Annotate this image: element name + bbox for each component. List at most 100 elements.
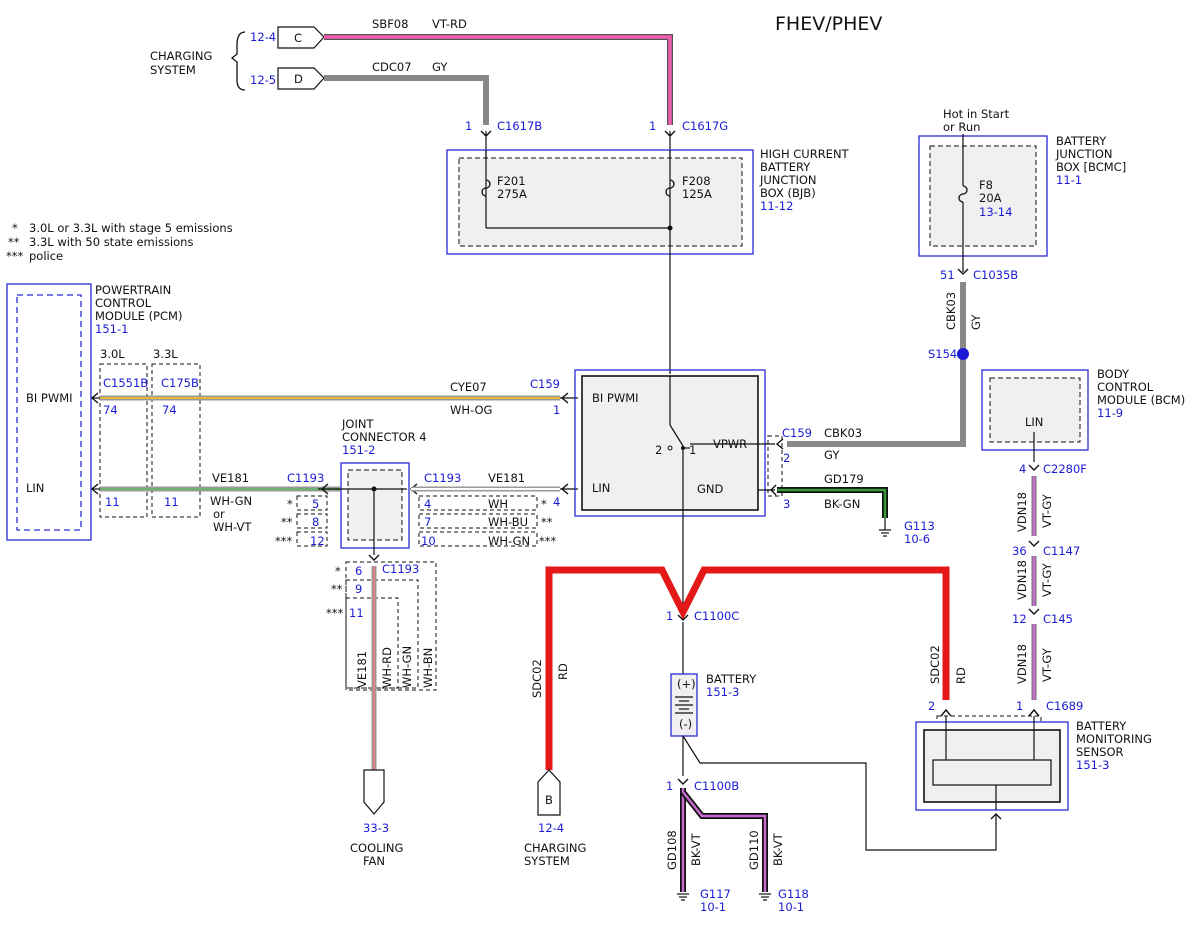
aux-lin: LIN xyxy=(592,481,610,495)
c1193-right-m4: * xyxy=(541,497,547,511)
cooling-fan-ref: 33-3 xyxy=(363,821,389,835)
sbf08-color: VT-RD xyxy=(432,17,467,31)
cooling-fan-label-1: COOLING xyxy=(350,841,403,855)
c1100b-pin: 1 xyxy=(666,779,673,793)
cdc07-circuit: CDC07 xyxy=(372,60,412,74)
c1035b-pin: 51 xyxy=(940,268,955,282)
diagram-title: FHEV/PHEV xyxy=(775,13,882,35)
or-run: or Run xyxy=(943,120,980,134)
c159b-pin-gnd: 3 xyxy=(783,497,790,511)
c1193-right-p10: 10 xyxy=(421,534,436,548)
pcm-ref: 151-1 xyxy=(95,322,128,336)
c1551b-pin-bot: 11 xyxy=(105,495,120,509)
g113-name: G113 xyxy=(904,519,935,533)
c159b-pin-vpwr: 2 xyxy=(783,451,790,465)
bms-label-3: SENSOR xyxy=(1076,745,1124,759)
fuse-f201: F201 xyxy=(497,174,526,188)
ve181-right-wh: WH xyxy=(488,497,508,511)
pcm-bi-pwmi: BI PWMI xyxy=(26,391,73,405)
c159a-name: C159 xyxy=(530,377,560,391)
cooling-fan-branch: C1193 * 6 ** 9 *** 11 VE181 WH-RD WH-GN … xyxy=(326,561,437,868)
wire-gd108-gd110: GD108 BK-VT GD110 BK-VT G117 10-1 G118 1… xyxy=(665,788,809,914)
cbk03-v-circuit: CBK03 xyxy=(944,292,958,330)
bcm-module: LIN BODY CONTROL MODULE (BCM) 11-9 xyxy=(981,367,1185,455)
vdn18-3-circuit: VDN18 xyxy=(1015,644,1029,684)
ve181-left-circuit: VE181 xyxy=(212,471,249,485)
c1617g-pin: 1 xyxy=(649,119,656,133)
bjb-ref: 11-12 xyxy=(760,199,793,213)
gd110-color: BK-VT xyxy=(771,832,785,866)
gd179-color: BK-GN xyxy=(824,497,860,511)
fuse-f8: F8 xyxy=(979,178,993,192)
fuse-f208: F208 xyxy=(682,174,711,188)
jc4-label-1: JOINT xyxy=(341,417,374,431)
c1193-bot-p9: 9 xyxy=(355,582,362,596)
engine-33l: 3.3L xyxy=(153,347,178,361)
battery-minus: (-) xyxy=(679,717,692,731)
aux-lin-pin-4: 4 xyxy=(553,495,560,509)
g118-ref: 10-1 xyxy=(778,900,804,914)
cooling-fan-connector xyxy=(363,769,385,815)
bcm-ref: 11-9 xyxy=(1097,406,1123,420)
c1193-bot-name: C1193 xyxy=(382,562,419,576)
ve181-left-or: or xyxy=(213,507,225,521)
c1193-bot-m11: *** xyxy=(326,606,344,620)
cooling-circuit: VE181 xyxy=(355,651,369,688)
bcmc-ref: 11-1 xyxy=(1056,173,1082,187)
c145-pin: 12 xyxy=(1012,612,1027,626)
c1193-right-m7: ** xyxy=(541,515,553,529)
engine-options: 3.0L 3.3L C1551B 74 11 C175B 74 11 xyxy=(99,347,201,518)
c159a-pin: 1 xyxy=(553,403,560,417)
wire-ve181-right: C1193 VE181 4 WH * 2 7 WH-BU ** 10 WH-GN… xyxy=(411,471,578,548)
c1193-right-name: C1193 xyxy=(424,471,461,485)
wire-gd179: GD179 BK-GN G113 10-6 xyxy=(770,472,935,546)
aux-bi-pwmi: BI PWMI xyxy=(592,391,639,405)
charging-bot-label-1: CHARGING xyxy=(524,841,586,855)
high-current-bjb: F201 275A F208 125A HIGH CURRENT BATTERY… xyxy=(446,147,850,255)
c1689-pin1: 1 xyxy=(1016,699,1023,713)
cdc07-color: GY xyxy=(432,60,448,74)
charging-system-top: CHARGING SYSTEM 12-4 C 12-5 D xyxy=(150,26,325,91)
gd108-color: BK-VT xyxy=(689,832,703,866)
bjb-label-1: HIGH CURRENT xyxy=(760,147,850,161)
c1617g-name: C1617G xyxy=(682,119,728,133)
wire-cbk03: S154 CBK03 GY CBK03 GY xyxy=(787,282,983,462)
bcm-label-3: MODULE (BCM) xyxy=(1097,393,1185,407)
auxiliary-battery-isolator: BI PWMI LIN VPWR GND 2 1 xyxy=(574,369,775,610)
bcmc-label-1: BATTERY xyxy=(1056,134,1107,148)
connector-c159-b: C159 2 3 xyxy=(767,426,812,511)
ref-12-4: 12-4 xyxy=(250,30,276,44)
notes-legend: * 3.0L or 3.3L with stage 5 emissions **… xyxy=(6,221,233,263)
vdn18-3-color: VT-GY xyxy=(1040,647,1054,682)
wire-vdn18: 4 C2280F VDN18 VT-GY 36 C1147 VDN18 VT-G… xyxy=(1012,455,1087,700)
cbk03-v-color: GY xyxy=(969,314,983,330)
pcm-lin: LIN xyxy=(26,481,44,495)
jc4-label-2: CONNECTOR 4 xyxy=(342,430,427,444)
ref-12-5: 12-5 xyxy=(250,73,276,87)
connector-c1100b: 1 C1100B xyxy=(666,778,739,793)
bcmc-label-2: JUNCTION xyxy=(1055,147,1113,161)
c175b-pin-top: 74 xyxy=(162,403,177,417)
g118-name: G118 xyxy=(778,887,809,901)
c1689-pin2: 2 xyxy=(928,699,935,713)
pin-c-label: C xyxy=(294,31,302,45)
c1193-left-m8: ** xyxy=(281,515,293,529)
bms-label-2: MONITORING xyxy=(1076,732,1152,746)
battery-plus: (+) xyxy=(677,677,696,691)
charging-system-label-1: CHARGING xyxy=(150,49,212,63)
sdc02-right-color: RD xyxy=(954,667,968,684)
c1193-bot-p11: 11 xyxy=(349,606,364,620)
gd108-circuit: GD108 xyxy=(665,830,679,870)
c1193-bot-p6: 6 xyxy=(355,564,362,578)
wire-sbf08: SBF08 VT-RD xyxy=(324,17,673,125)
c1193-left-p8: 8 xyxy=(312,515,319,529)
fuse-f8-amps: 20A xyxy=(979,191,1002,205)
bjb-label-3: JUNCTION xyxy=(759,173,817,187)
sdc02-left-circuit: SDC02 xyxy=(530,659,544,698)
c1193-right-p4: 4 xyxy=(424,497,431,511)
jc4-ref: 151-2 xyxy=(342,443,375,457)
sdc02-left-color: RD xyxy=(556,663,570,680)
note-2: 3.3L with 50 state emissions xyxy=(29,235,193,249)
c1147-pin: 36 xyxy=(1012,544,1027,558)
